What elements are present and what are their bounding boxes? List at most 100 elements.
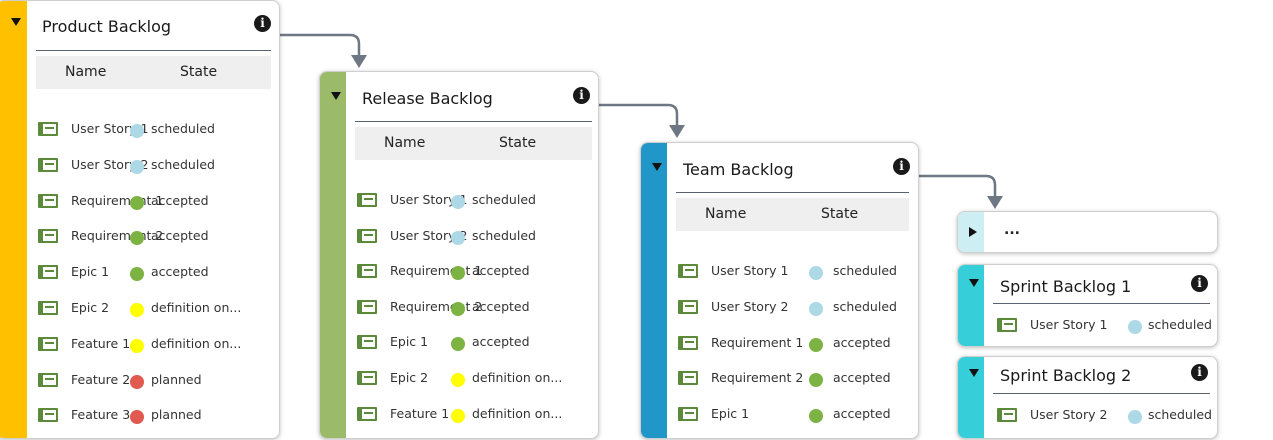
state-indicator-dot bbox=[130, 231, 144, 246]
connector-product-to-release bbox=[279, 33, 361, 58]
title-divider bbox=[36, 50, 271, 51]
column-header-name[interactable]: Name bbox=[705, 206, 747, 222]
column-header-state[interactable]: State bbox=[821, 206, 859, 222]
work-item-state: scheduled bbox=[833, 263, 897, 278]
work-item-name[interactable]: User Story 2 bbox=[1030, 407, 1108, 422]
work-item-name[interactable]: Epic 1 bbox=[71, 264, 110, 280]
table-row[interactable]: Feature 1 definition on... bbox=[38, 335, 279, 356]
info-icon[interactable]: i bbox=[573, 87, 590, 104]
state-indicator-dot bbox=[451, 195, 465, 209]
info-icon[interactable]: i bbox=[893, 158, 910, 175]
work-item-name[interactable]: Feature 1 bbox=[390, 405, 450, 421]
work-item-state: accepted bbox=[833, 406, 891, 422]
work-item-icon bbox=[38, 372, 58, 387]
column-header-name[interactable]: Name bbox=[65, 64, 107, 80]
sprint-backlog-1-title: Sprint Backlog 1 bbox=[1000, 277, 1132, 296]
work-item-state: accepted bbox=[151, 228, 209, 244]
work-item-state: accepted bbox=[833, 334, 891, 350]
work-item-name[interactable]: User Story 1 bbox=[71, 121, 149, 136]
work-item-icon bbox=[357, 406, 377, 421]
work-item-name[interactable]: Feature 3 bbox=[71, 407, 131, 423]
work-item-name[interactable]: Requirement 2 bbox=[71, 228, 164, 244]
work-item-state: planned bbox=[151, 407, 202, 423]
work-item-name[interactable]: Requirement 2 bbox=[711, 370, 804, 386]
work-item-state: accepted bbox=[472, 334, 530, 350]
work-item-name[interactable]: User Story 1 bbox=[711, 263, 789, 278]
state-indicator-dot bbox=[451, 230, 465, 245]
work-item-name[interactable]: Feature 1 bbox=[71, 335, 131, 351]
state-indicator-dot bbox=[1128, 320, 1142, 334]
work-item-state: scheduled bbox=[472, 227, 536, 243]
collapsed-backlog-card[interactable]: ... bbox=[957, 211, 1218, 253]
work-item-name[interactable]: User Story 1 bbox=[390, 192, 468, 207]
work-item-name[interactable]: Requirement 1 bbox=[711, 334, 804, 350]
work-item-name[interactable]: Requirement 2 bbox=[390, 298, 483, 314]
work-item-name[interactable]: Epic 1 bbox=[711, 406, 750, 422]
work-item-state: definition on... bbox=[151, 300, 242, 315]
work-item-state: accepted bbox=[472, 298, 530, 314]
table-row[interactable]: Feature 3 planned bbox=[38, 407, 279, 427]
column-header-state[interactable]: State bbox=[499, 135, 537, 151]
table-row[interactable]: Epic 1 accepted bbox=[357, 334, 598, 354]
state-indicator-dot bbox=[130, 303, 144, 317]
work-item-name[interactable]: Epic 2 bbox=[71, 300, 110, 315]
expand-toggle-icon[interactable] bbox=[969, 227, 977, 237]
work-item-icon bbox=[38, 336, 58, 351]
table-row[interactable]: Feature 1 definition on... bbox=[357, 405, 598, 426]
column-header-name[interactable]: Name bbox=[384, 135, 426, 151]
work-item-name[interactable]: User Story 2 bbox=[390, 227, 468, 243]
table-row[interactable]: Requirement 1 accepted bbox=[678, 334, 918, 355]
work-item-name[interactable]: User Story 2 bbox=[711, 298, 789, 314]
work-item-icon bbox=[38, 408, 58, 423]
work-item-icon bbox=[38, 265, 58, 280]
work-item-name[interactable]: User Story 1 bbox=[1030, 317, 1108, 332]
title-divider bbox=[993, 303, 1210, 304]
collapse-toggle-icon[interactable] bbox=[331, 92, 341, 100]
work-item-name[interactable]: Epic 1 bbox=[390, 334, 429, 350]
collapse-toggle-icon[interactable] bbox=[969, 279, 979, 287]
work-item-name[interactable]: Feature 2 bbox=[71, 371, 131, 387]
work-item-icon bbox=[357, 299, 377, 314]
work-item-state: definition on... bbox=[151, 335, 242, 351]
release-backlog-color-bar bbox=[320, 72, 346, 438]
work-item-state: scheduled bbox=[151, 121, 215, 136]
connector-arrowhead bbox=[351, 55, 367, 68]
work-item-icon bbox=[678, 264, 698, 278]
column-header-state[interactable]: State bbox=[180, 64, 218, 80]
title-divider bbox=[676, 192, 909, 193]
team-backlog-title: Team Backlog bbox=[683, 160, 794, 179]
state-indicator-dot bbox=[809, 409, 823, 424]
info-icon[interactable]: i bbox=[1191, 364, 1208, 381]
table-row[interactable]: Epic 1 accepted bbox=[678, 406, 918, 426]
work-item-name[interactable]: Requirement 1 bbox=[71, 192, 164, 208]
info-icon[interactable]: i bbox=[1191, 275, 1208, 292]
collapse-toggle-icon[interactable] bbox=[969, 369, 979, 377]
release-backlog-title: Release Backlog bbox=[362, 89, 493, 108]
info-icon[interactable]: i bbox=[254, 15, 271, 32]
work-item-name[interactable]: Epic 2 bbox=[390, 370, 429, 385]
table-row[interactable]: User Story 1 scheduled bbox=[678, 263, 918, 283]
work-item-name[interactable]: User Story 2 bbox=[71, 156, 149, 172]
work-item-name[interactable]: Requirement 1 bbox=[390, 263, 483, 279]
work-item-state: definition on... bbox=[472, 405, 563, 421]
collapse-toggle-icon[interactable] bbox=[652, 163, 662, 171]
table-row[interactable]: Epic 2 definition on... bbox=[38, 300, 279, 320]
collapse-toggle-icon[interactable] bbox=[11, 18, 21, 26]
state-indicator-dot bbox=[130, 195, 144, 210]
